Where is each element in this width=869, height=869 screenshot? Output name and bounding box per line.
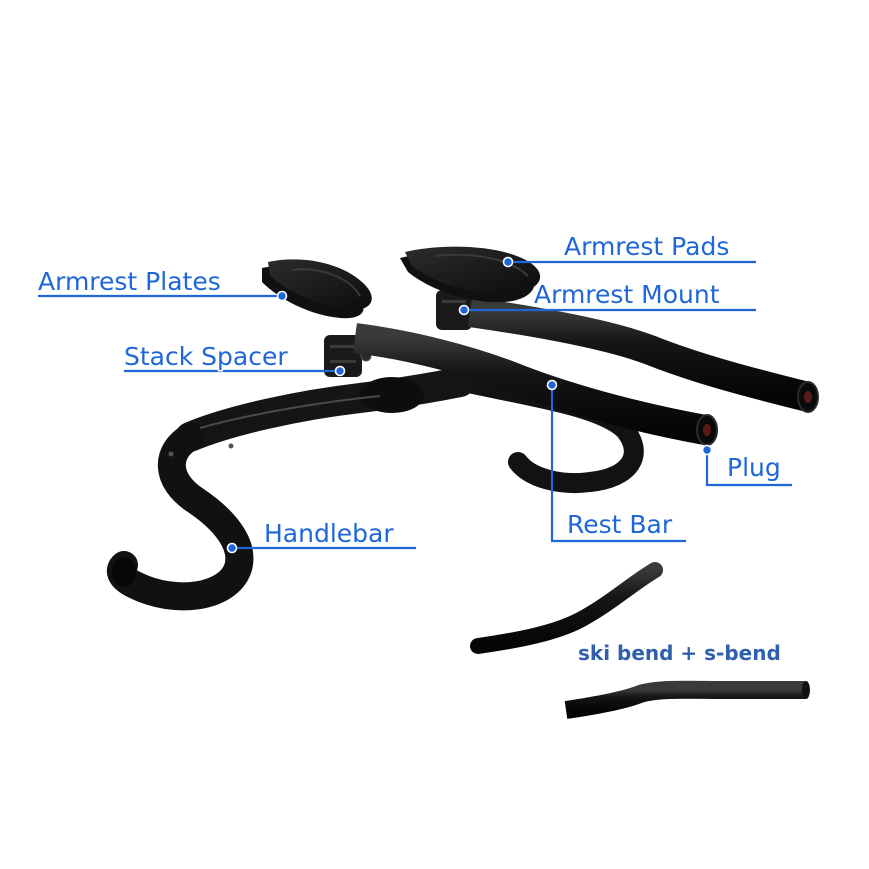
armrest-right	[400, 246, 541, 303]
ski-bend-sample	[470, 562, 663, 654]
handlebar-marker	[226, 542, 238, 554]
handlebar-label: Handlebar	[264, 519, 394, 548]
bend-samples	[470, 562, 810, 719]
callout-plug: Plug	[701, 444, 792, 487]
plug-label: Plug	[727, 453, 781, 482]
armrest-mount-marker	[458, 304, 470, 316]
plug-marker	[701, 444, 713, 456]
armrest-pads-marker	[502, 256, 514, 268]
stack-spacer-label: Stack Spacer	[124, 342, 288, 371]
handlebar-drop-bar	[106, 367, 644, 611]
armrest-pads-label: Armrest Pads	[564, 232, 729, 261]
armrest-plates-label: Armrest Plates	[38, 267, 221, 296]
callout-stack-spacer: Stack Spacer	[123, 341, 346, 377]
callout-armrest-plates: Armrest Plates	[37, 266, 288, 302]
callout-armrest-pads: Armrest Pads	[502, 231, 756, 268]
armrest-plates-marker	[276, 290, 288, 302]
armrest-mount-label: Armrest Mount	[534, 280, 720, 309]
bend-caption: ski bend + s-bend	[578, 641, 781, 665]
rest-bar-label: Rest Bar	[567, 510, 673, 539]
armrest-left	[262, 259, 372, 319]
stack-spacer-marker	[334, 365, 346, 377]
rest-bars	[353, 297, 819, 446]
s-bend-sample	[564, 680, 805, 719]
callout-rest-bar: Rest Bar	[546, 379, 686, 543]
callout-handlebar: Handlebar	[226, 518, 416, 554]
callout-armrest-mount: Armrest Mount	[458, 279, 756, 316]
rest-bar-marker	[546, 379, 558, 391]
